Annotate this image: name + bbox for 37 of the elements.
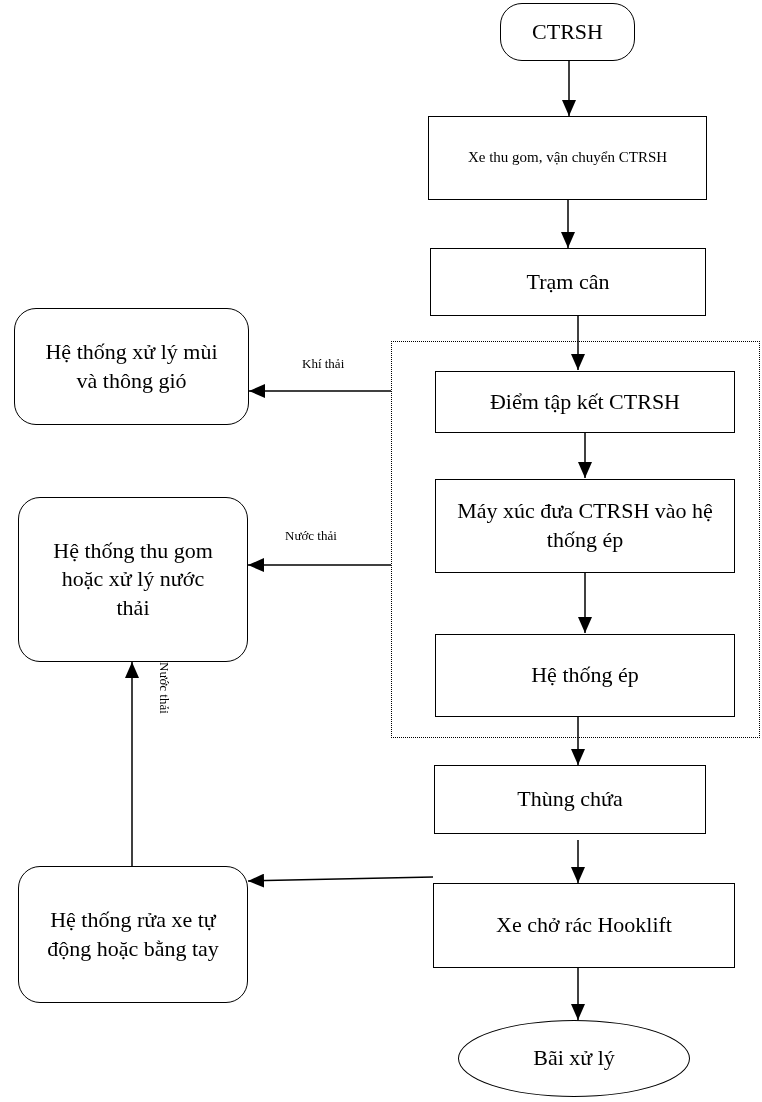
process-box xyxy=(435,634,735,717)
node-label: Hệ thống rửa xe tự động hoặc bằng tay xyxy=(47,905,219,963)
process-box xyxy=(435,371,735,433)
rounded-box xyxy=(14,308,249,425)
rounded-box xyxy=(18,497,248,662)
process-box xyxy=(430,248,706,316)
node-label: CTRSH xyxy=(532,17,603,46)
node-label: Hệ thống thu gom hoặc xử lý nước thải xyxy=(52,536,214,622)
rounded-box xyxy=(500,3,635,61)
process-box xyxy=(435,479,735,573)
arrow xyxy=(561,199,575,249)
node-label: Máy xúc đưa CTRSH vào hệ thống ép xyxy=(456,497,714,554)
process-box xyxy=(428,116,707,200)
arrow xyxy=(248,384,392,398)
node-label: Xe chở rác Hooklift xyxy=(496,911,672,940)
process-box xyxy=(433,883,735,968)
node-label: Hệ thống ép xyxy=(531,661,639,690)
node-label: Hệ thống xử lý mùi và thông gió xyxy=(45,337,218,395)
arrow xyxy=(571,967,585,1021)
node-label: Trạm cân xyxy=(526,267,610,296)
process-box xyxy=(434,765,706,834)
node-label: Bãi xử lý xyxy=(533,1044,615,1073)
arrow xyxy=(247,873,434,888)
arrow xyxy=(571,315,585,371)
arrow xyxy=(562,60,576,117)
arrow xyxy=(578,571,592,634)
arrow xyxy=(125,661,139,867)
node-label: Xe thu gom, vận chuyển CTRSH xyxy=(467,148,668,168)
arrow xyxy=(247,558,392,572)
dotted-group-box xyxy=(391,341,760,738)
node-label: Thùng chứa xyxy=(517,785,623,814)
arrow xyxy=(578,431,592,479)
arrow xyxy=(571,839,585,884)
edge-label: Nước thải xyxy=(156,661,172,716)
arrow xyxy=(571,715,585,766)
rounded-box xyxy=(18,866,248,1003)
node-label: Điểm tập kết CTRSH xyxy=(489,387,680,416)
